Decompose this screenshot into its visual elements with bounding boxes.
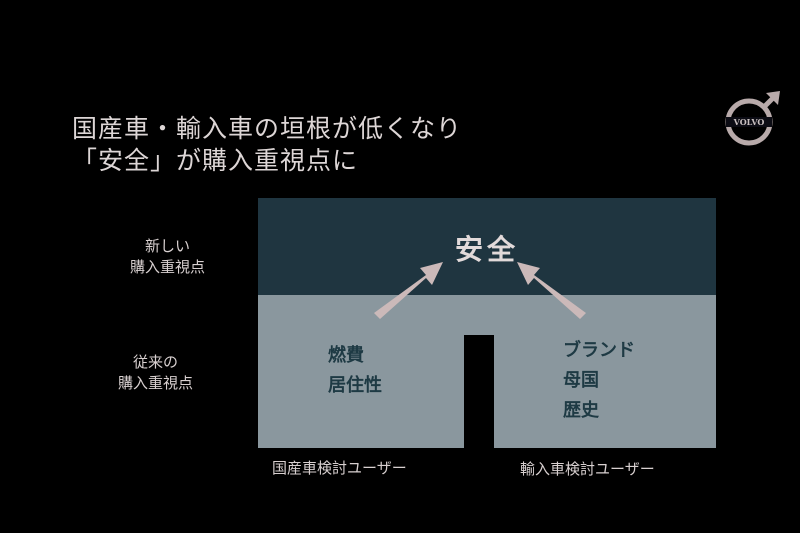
logo-text: VOLVO [733,117,765,127]
row-label-new-line1: 新しい [145,237,191,255]
safety-label: 安全 [454,233,519,266]
purchase-priority-diagram: 安全 燃費 居住性 ブランド 母国 歴史 [258,198,716,448]
title-line-1: 国産車・輸入車の垣根が低くなり [72,114,463,143]
column-divider [464,335,494,448]
title-line-2: 「安全」が購入重視点に [72,146,359,175]
domestic-column-label: 国産車検討ユーザー [272,459,407,477]
arrow-up-left-icon [517,262,586,319]
factor-fuel-economy: 燃費 [328,345,364,366]
row-label-new-line2: 購入重視点 [130,258,206,276]
volvo-iron-mark-icon: VOLVO [722,90,782,150]
slide-title: 国産車・輸入車の垣根が低くなり 「安全」が購入重視点に [72,113,462,177]
row-label-traditional-line1: 従来の [133,353,179,371]
factor-comfort: 居住性 [328,375,382,396]
row-label-traditional: 従来の 購入重視点 [118,352,193,394]
arrow-up-right-icon [374,262,443,319]
new-priority-band [258,198,716,295]
row-label-new: 新しい 購入重視点 [130,236,205,278]
factor-home-country: 母国 [563,370,599,391]
domestic-factors: 燃費 居住性 [328,341,382,401]
row-label-traditional-line2: 購入重視点 [118,374,194,392]
factor-history: 歴史 [563,400,599,421]
factor-brand: ブランド [563,340,635,361]
imported-factors: ブランド 母国 歴史 [563,336,635,426]
imported-column-label: 輸入車検討ユーザー [520,460,655,478]
